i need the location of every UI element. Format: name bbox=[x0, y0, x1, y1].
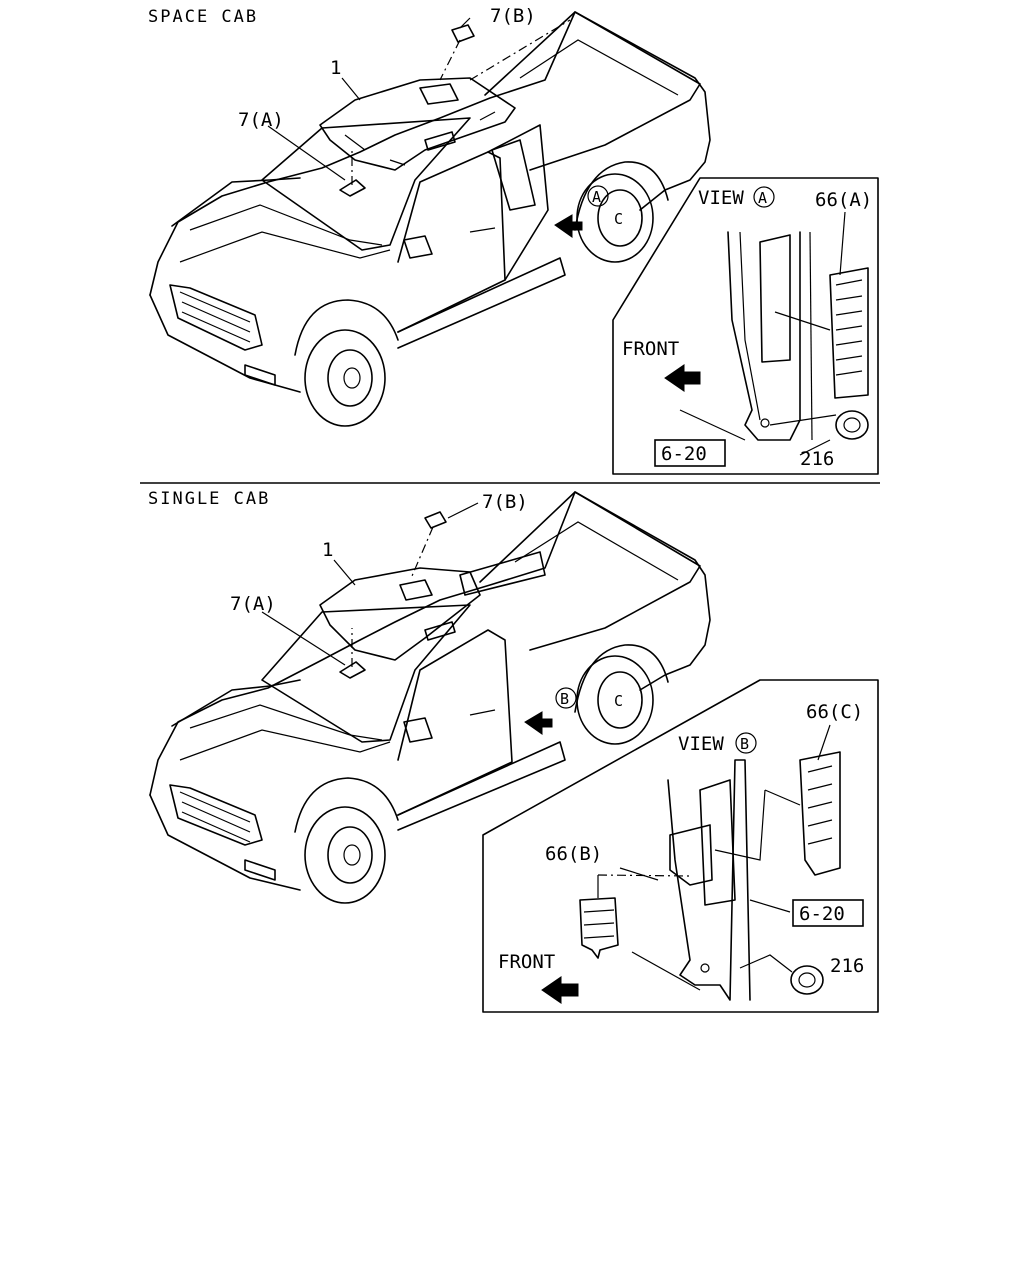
space-cab-title: SPACE CAB bbox=[148, 7, 258, 27]
front-label-b: FRONT bbox=[498, 951, 555, 973]
callout-7b-single: 7(B) bbox=[482, 491, 528, 513]
ref-6-20-a: 6-20 bbox=[661, 443, 707, 465]
svg-text:B: B bbox=[560, 690, 569, 708]
callout-7b-space: 7(B) bbox=[490, 5, 536, 27]
svg-text:C: C bbox=[614, 692, 623, 710]
view-a-inset: VIEW A 66(A) FRONT 216 6-20 bbox=[612, 177, 879, 475]
view-b-letter: B bbox=[740, 735, 749, 753]
front-arrow-b-icon bbox=[541, 976, 579, 1004]
label-66a: 66(A) bbox=[815, 189, 872, 211]
view-a-marker: A bbox=[587, 185, 609, 207]
view-b-marker: B bbox=[555, 687, 577, 709]
ref-box-6-20-a bbox=[654, 439, 726, 467]
view-b-word: VIEW bbox=[678, 733, 724, 755]
view-b-inset: VIEW B 66(C) 66(B) FRONT bbox=[482, 679, 879, 1013]
single-cab-section: SINGLE CAB bbox=[148, 489, 879, 1013]
front-arrow-a-icon bbox=[664, 364, 701, 392]
single-cab-truck-drawing bbox=[149, 491, 711, 904]
ref-6-20-b: 6-20 bbox=[799, 903, 845, 925]
front-label-a: FRONT bbox=[622, 338, 679, 360]
space-cab-truck-drawing bbox=[149, 11, 711, 427]
view-a-word: VIEW bbox=[698, 187, 744, 209]
callout-1-space: 1 bbox=[330, 57, 341, 79]
ref-box-6-20-b bbox=[792, 899, 864, 927]
label-66b: 66(B) bbox=[545, 843, 602, 865]
space-cab-section: SPACE CAB bbox=[148, 5, 879, 475]
single-cab-title: SINGLE CAB bbox=[148, 489, 270, 509]
label-216-b: 216 bbox=[830, 955, 864, 977]
wheel-c-marker-single: C bbox=[614, 692, 623, 710]
label-216-a: 216 bbox=[800, 448, 834, 470]
svg-text:A: A bbox=[592, 188, 601, 206]
svg-text:C: C bbox=[614, 210, 623, 228]
callout-7a-space: 7(A) bbox=[238, 109, 284, 131]
view-a-letter: A bbox=[758, 189, 767, 207]
callout-1-single: 1 bbox=[322, 539, 333, 561]
wheel-c-marker-space: C bbox=[614, 210, 623, 228]
callout-7a-single: 7(A) bbox=[230, 593, 276, 615]
label-66c: 66(C) bbox=[806, 701, 863, 723]
